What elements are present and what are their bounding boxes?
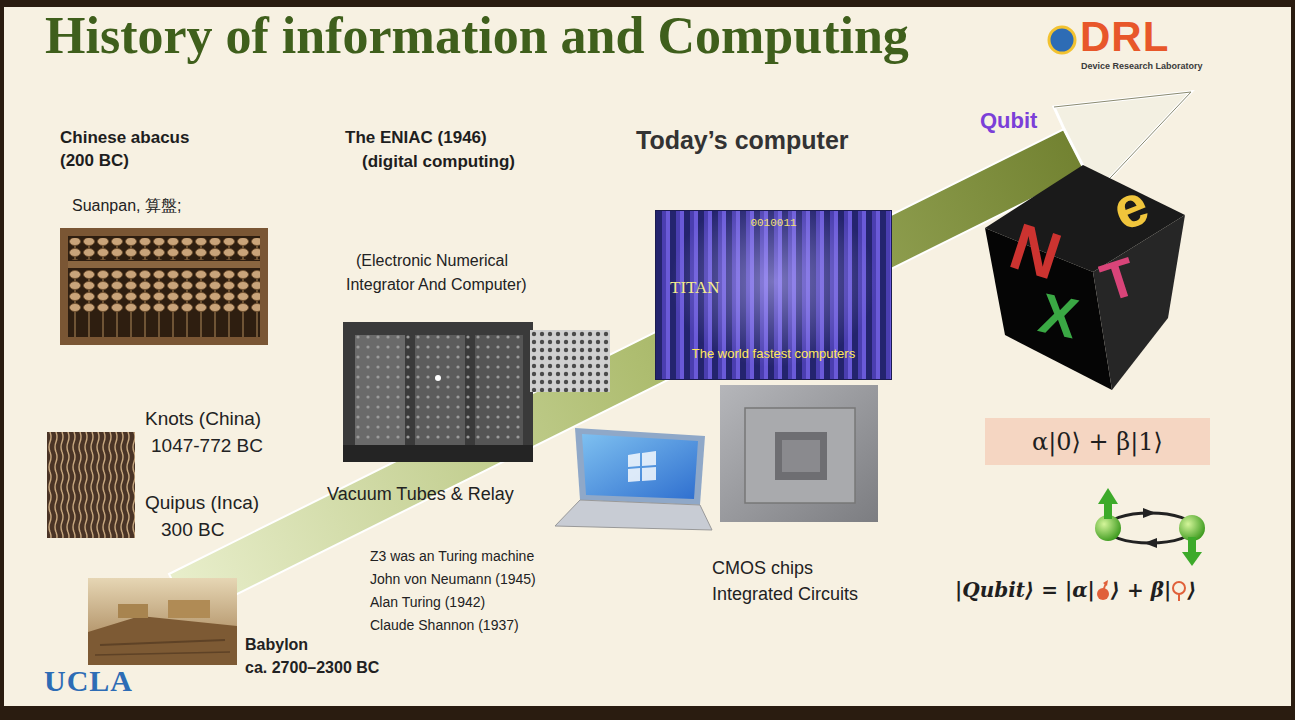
spin-down-icon (1171, 578, 1187, 602)
title-slot: History of information and Computing (45, 6, 909, 65)
label-slot: Qubit (980, 108, 1037, 134)
lab-logo: DRL (1080, 13, 1169, 60)
label-slot: (digital computing) (362, 152, 515, 172)
era-date: ca. 2700–2300 BC (245, 659, 379, 676)
formula-row: |Qubit⟩ = |α| ⟩ + β| ⟩ (955, 578, 1196, 602)
label-slot: Babylon (245, 636, 308, 654)
era-note: Vacuum Tubes & Relay (327, 484, 514, 504)
lab-name: Device Research Laboratory (1081, 61, 1203, 71)
machine-name: TITAN (670, 278, 720, 298)
logo-slot: Device Research Laboratory (1081, 62, 1203, 71)
label-slot: Knots (China) (145, 408, 261, 430)
label-slot: Integrator And Computer) (346, 276, 527, 294)
label-slot: Vacuum Tubes & Relay (327, 484, 514, 505)
label-slot: Chinese abacus (60, 128, 189, 148)
label-slot: (200 BC) (60, 151, 129, 171)
pioneer-note: John von Neumann (1945) (370, 571, 536, 587)
era-note: (Electronic Numerical (356, 252, 508, 269)
era-heading: Babylon (245, 636, 308, 653)
label-slot: (Electronic Numerical (356, 252, 508, 270)
era-note: Suanpan, 算盤; (72, 197, 181, 214)
label-slot: 1047-772 BC (151, 435, 263, 457)
label-slot: Suanpan, 算盤; (72, 196, 181, 217)
pioneer-note: Alan Turing (1942) (370, 594, 485, 610)
formula-part: |Qubit⟩ = |α| (955, 578, 1095, 602)
label-slot: Integrated Circuits (712, 584, 858, 605)
era-note: Integrator And Computer) (346, 276, 527, 293)
era-heading: Today’s computer (636, 126, 849, 154)
pioneer-note: Claude Shannon (1937) (370, 617, 519, 633)
logo-slot: DRL (1080, 16, 1169, 58)
binary-text: 0010011 (750, 217, 796, 229)
label-slot: The ENIAC (1946) (345, 128, 487, 148)
label-slot: Quipus (Inca) (145, 492, 259, 514)
state-box: α|0⟩ + β|1⟩ (985, 418, 1210, 465)
slide-title: History of information and Computing (45, 7, 909, 64)
label-slot: ca. 2700–2300 BC (245, 659, 379, 677)
photo-caption: The world fastest computers (692, 346, 855, 361)
era-date: 1047-772 BC (151, 435, 263, 456)
era-heading: Chinese abacus (60, 128, 189, 147)
era-heading: Qubit (980, 108, 1037, 133)
era-heading: Quipus (Inca) (145, 492, 259, 513)
spin-up-icon (1095, 578, 1111, 602)
era-note: (digital computing) (362, 152, 515, 171)
supercomputer-photo: 0010011TITAN The world fastest computers (655, 210, 892, 380)
label-slot: CMOS chips (712, 558, 813, 579)
label-slot: Claude Shannon (1937) (370, 617, 519, 633)
era-date: (200 BC) (60, 151, 129, 170)
label-slot: John von Neumann (1945) (370, 571, 536, 587)
university-logo: UCLA (44, 664, 133, 697)
formula-part: ⟩ (1187, 578, 1196, 602)
era-note: Integrated Circuits (712, 584, 858, 604)
label-slot: Alan Turing (1942) (370, 594, 485, 610)
era-date: 300 BC (161, 519, 224, 540)
logo-slot: UCLA (44, 664, 133, 698)
era-heading: Knots (China) (145, 408, 261, 429)
label-slot: Z3 was an Turing machine (370, 548, 534, 564)
era-heading: The ENIAC (1946) (345, 128, 487, 147)
label-slot: Today’s computer (636, 126, 849, 155)
formula-part: ⟩ + β| (1111, 578, 1171, 602)
era-note: CMOS chips (712, 558, 813, 578)
qubit-state: α|0⟩ + β|1⟩ (1032, 428, 1163, 456)
pioneer-note: Z3 was an Turing machine (370, 548, 534, 564)
label-slot: 300 BC (161, 519, 224, 541)
